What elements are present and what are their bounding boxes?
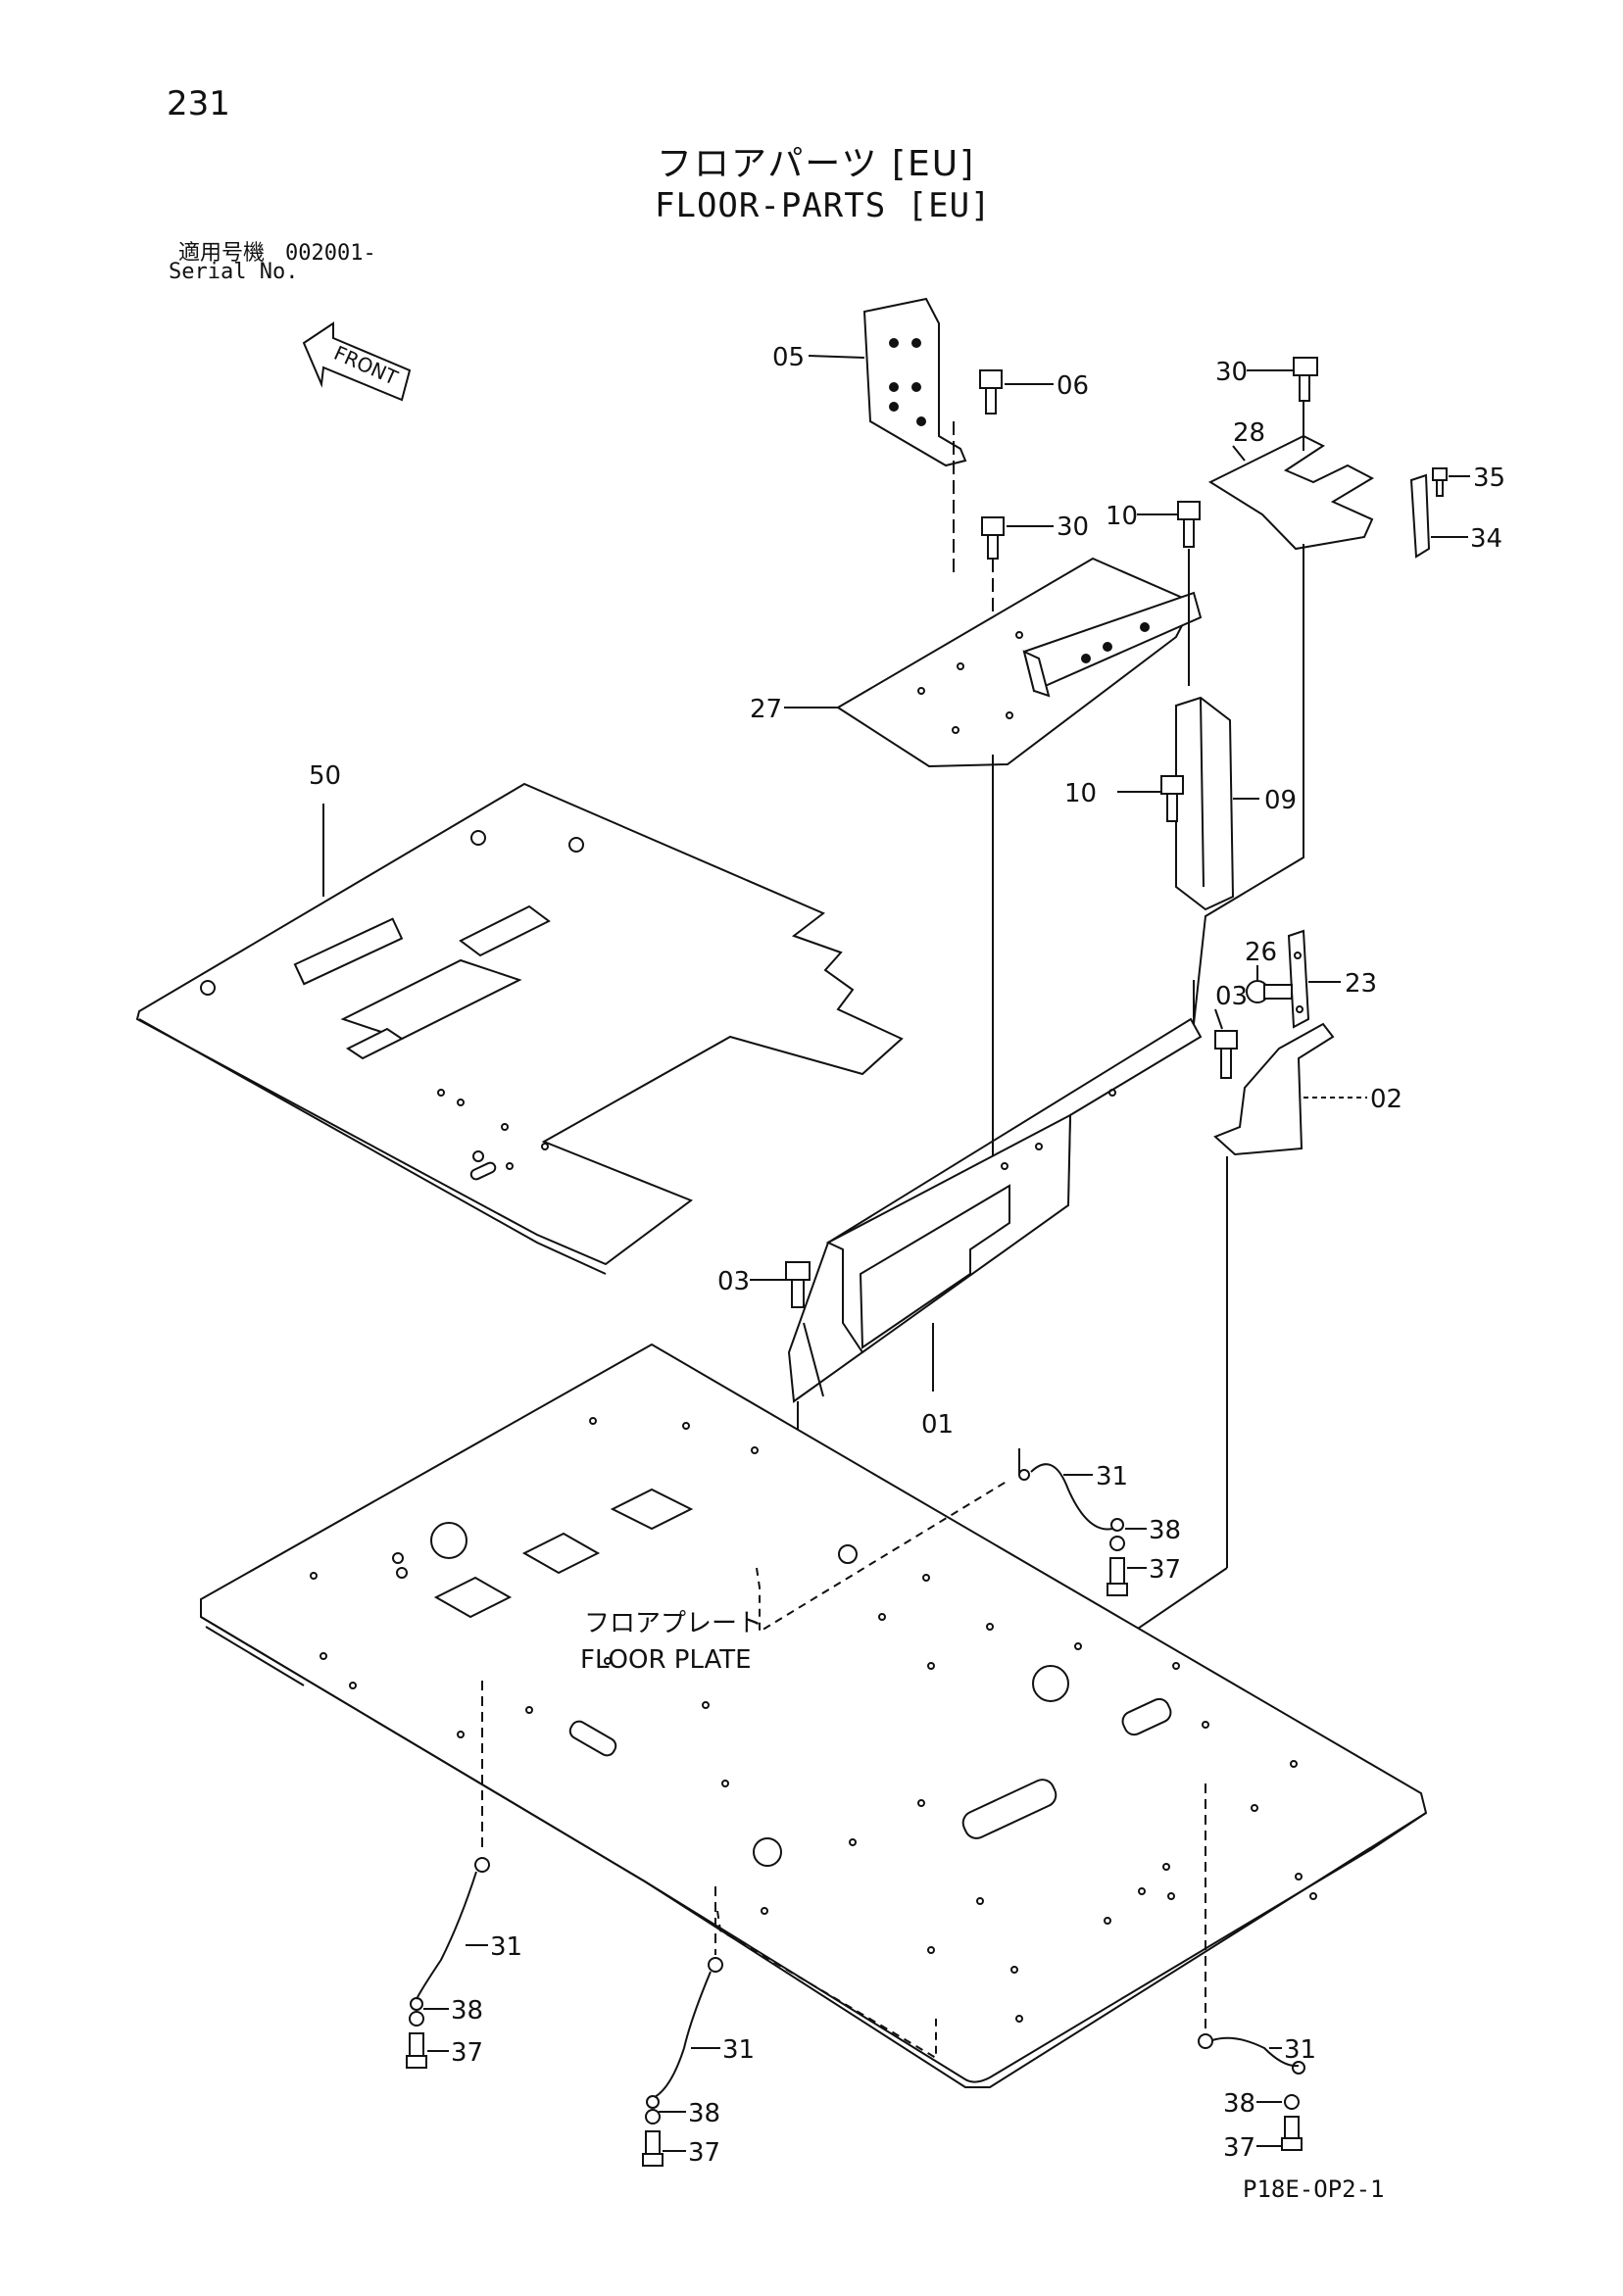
- bolt-26-icon: [1246, 980, 1293, 1003]
- bolt-35-icon: [1432, 467, 1448, 497]
- callout-10b: 10: [1064, 779, 1097, 808]
- serial-label-japanese: 適用号機 002001-: [178, 235, 376, 267]
- part-23-plate: [1287, 929, 1310, 1029]
- callout-38c: 38: [688, 2099, 720, 2128]
- callout-38d: 38: [1223, 2089, 1255, 2119]
- callout-03a: 03: [1215, 982, 1248, 1011]
- callout-35: 35: [1473, 464, 1505, 493]
- floor-plate-label-jp: フロアプレート: [584, 1609, 762, 1638]
- callout-05: 05: [772, 343, 805, 372]
- title-english: FLOOR-PARTS [EU]: [655, 186, 992, 225]
- callout-27: 27: [750, 695, 782, 724]
- callout-23: 23: [1345, 969, 1377, 999]
- leader-28: [1232, 445, 1246, 462]
- bolt-03a-icon: [1214, 1030, 1238, 1079]
- serial-label-jp-text: 適用号機: [178, 241, 266, 266]
- callout-10a: 10: [1106, 502, 1138, 531]
- ground-cable-31a: [1018, 1463, 1128, 1596]
- callout-30b: 30: [1215, 358, 1248, 387]
- part-28-bracket: [1207, 434, 1375, 551]
- callout-26: 26: [1245, 938, 1277, 967]
- bolt-30a-icon: [981, 516, 1005, 560]
- callout-01: 01: [921, 1410, 954, 1440]
- title-japanese: フロアパーツ [EU]: [657, 144, 976, 184]
- callout-31d: 31: [1284, 2035, 1316, 2065]
- serial-value: 002001-: [285, 241, 376, 266]
- ground-cable-31b: [406, 1857, 490, 2069]
- drawing-code: P18E-OP2-1: [1243, 2175, 1385, 2203]
- callout-02: 02: [1370, 1085, 1402, 1114]
- callout-28: 28: [1233, 418, 1265, 448]
- callout-37b: 37: [451, 2038, 483, 2068]
- bolt-30b-icon: [1293, 357, 1318, 402]
- callout-09: 09: [1264, 786, 1297, 815]
- part-02-bracket: [1213, 1022, 1335, 1156]
- bolt-10a-icon: [1177, 501, 1201, 548]
- part-27-support-plate: [836, 557, 1203, 768]
- callout-37c: 37: [688, 2138, 720, 2168]
- page-number: 231: [167, 84, 230, 123]
- callout-31b: 31: [490, 1932, 522, 1962]
- front-arrow-icon: FRONT: [302, 321, 412, 402]
- part-34-clip: [1409, 473, 1431, 559]
- guide-line: [716, 1910, 937, 2060]
- serial-label-english: Serial No.: [169, 260, 299, 284]
- part-05-bracket: [862, 297, 967, 467]
- callout-31c: 31: [722, 2035, 755, 2065]
- leader-05: [808, 355, 865, 359]
- callout-03b: 03: [717, 1267, 750, 1296]
- part-50-floor-mat: [135, 782, 904, 1275]
- bolt-03b-icon: [785, 1261, 811, 1308]
- guide-line: [1193, 544, 1304, 1025]
- callout-06: 06: [1057, 371, 1089, 401]
- floor-plate: [200, 1343, 1428, 2088]
- guide-line: [756, 1479, 1010, 1634]
- part-01-long-bracket: [787, 1017, 1203, 1403]
- callout-37a: 37: [1149, 1555, 1181, 1585]
- callout-34: 34: [1470, 524, 1502, 554]
- ground-cable-31c: [642, 1957, 723, 2167]
- callout-37d: 37: [1223, 2133, 1255, 2163]
- floor-plate-label-en: FLOOR PLATE: [580, 1645, 752, 1675]
- callout-30a: 30: [1057, 513, 1089, 542]
- callout-50: 50: [309, 761, 341, 791]
- bolt-10b-icon: [1160, 775, 1184, 822]
- callout-38a: 38: [1149, 1516, 1181, 1545]
- callout-31a: 31: [1096, 1462, 1128, 1491]
- leader-03a: [1214, 1008, 1223, 1030]
- callout-38b: 38: [451, 1996, 483, 2026]
- ground-cable-31d: [1198, 2033, 1305, 2151]
- bolt-06-icon: [979, 369, 1003, 415]
- part-09-stay: [1175, 696, 1235, 911]
